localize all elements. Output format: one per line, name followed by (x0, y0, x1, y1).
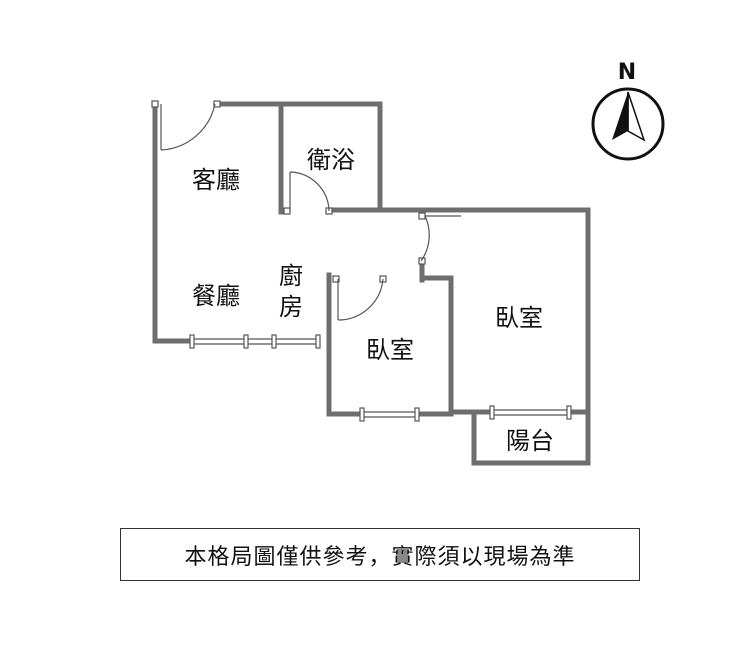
door-bathroom (283, 171, 333, 215)
wall-east (329, 207, 591, 466)
door-entrance (151, 100, 221, 151)
label-living-room: 客廳 (192, 166, 240, 194)
door-bedroom-small (332, 275, 387, 321)
label-balcony: 陽台 (506, 427, 554, 455)
label-dining-room: 餐廳 (192, 282, 240, 310)
door-bedroom-large (418, 212, 461, 265)
label-bedroom-large: 臥室 (495, 304, 543, 332)
wall-west (152, 101, 195, 344)
window-balcony (489, 405, 572, 420)
walls (152, 101, 591, 466)
window-dining (189, 334, 321, 349)
disclaimer-note: 本格局圖僅供參考，實際須以現場為準 (120, 528, 640, 581)
wall-bedroom-small-west (326, 272, 365, 417)
label-bathroom: 衛浴 (307, 146, 355, 174)
wall-north (217, 101, 383, 213)
label-bedroom-small: 臥室 (366, 336, 414, 364)
compass-north-label: N (618, 60, 636, 85)
north-arrow-compass-icon: N (591, 60, 665, 161)
label-kitchen-2: 房 (279, 293, 303, 321)
wall-bedroom-small-east (416, 275, 454, 417)
label-kitchen-1: 廚 (279, 262, 303, 290)
window-bedroom-small (359, 407, 420, 422)
